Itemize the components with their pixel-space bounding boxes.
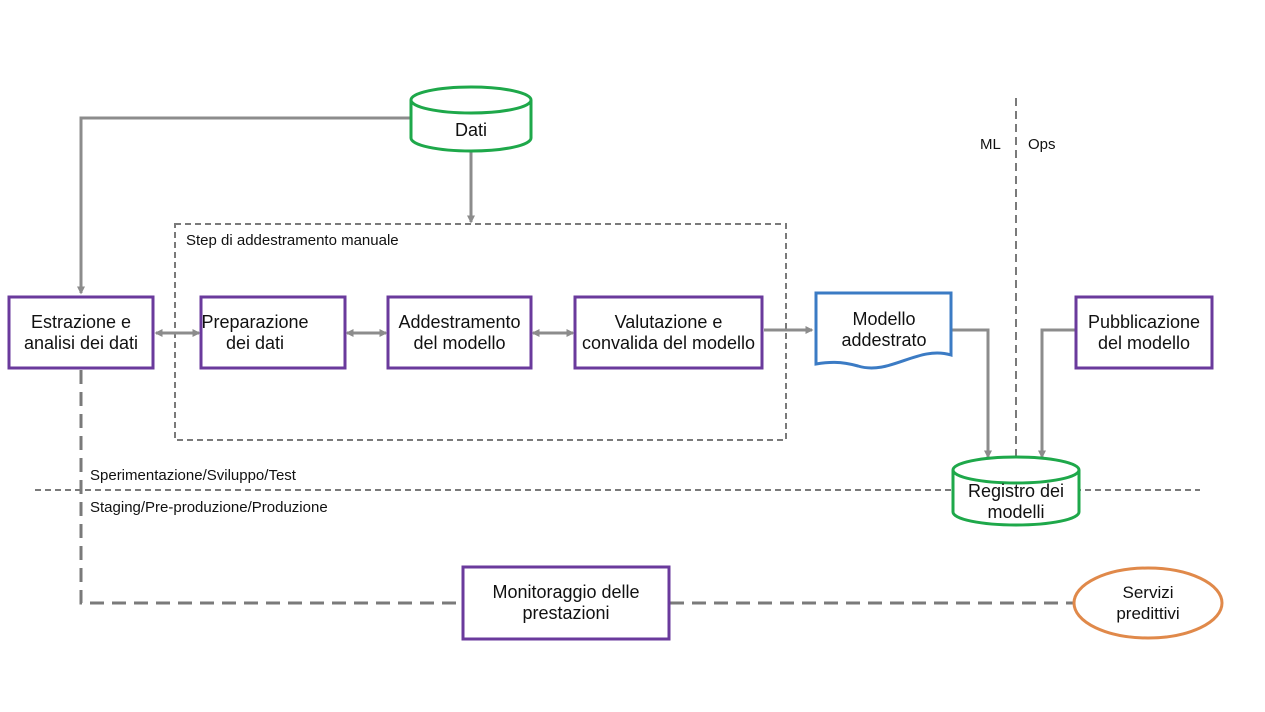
environment-top-label: Sperimentazione/Sviluppo/Test [90,467,296,484]
connector-monitoring-loop [79,370,462,605]
valutazione-box [573,295,764,370]
modello-line-1: Modello [852,309,916,329]
valutazione-line-2: convalida del modello [581,332,756,353]
monitoraggio-line-2: prestazioni [522,603,610,623]
registro-storage [951,455,1081,527]
modello-line-2: addestrato [841,330,927,350]
addestramento-line-2: del modello [413,332,506,353]
ml-label: ML [980,136,1001,153]
connector-modello-registro [952,328,992,459]
pubblicazione-line-2: del modello [1097,332,1191,353]
monitoraggio-line-1: Monitoraggio delle [492,582,640,602]
preparazione-line-2: dei dati [225,332,285,353]
pubblicazione-box [1074,295,1214,370]
modello-addestrato-document [814,291,953,370]
dati-text: Dati [454,119,487,140]
manual-steps-title: Step di addestramento manuale [186,232,399,249]
preparazione-box [199,295,347,370]
environment-bottom-label: Staging/Pre-produzione/Produzione [90,499,328,516]
pubblicazione-line-1: Pubblicazione [1087,311,1201,332]
monitoraggio-box [461,565,671,641]
estrazione-line-1: Estrazione e [30,311,132,332]
estrazione-box [7,295,155,370]
servizi-line-2: predittivi [1116,604,1180,623]
estrazione-line-2: analisi dei dati [23,332,139,353]
dati-storage [409,85,533,153]
addestramento-line-1: Addestramento [398,311,521,332]
servizi-ellipse [1072,566,1224,640]
dati-label: Dati [411,116,531,144]
ops-label: Ops [1028,136,1056,153]
valutazione-line-1: Valutazione e [614,311,723,332]
servizi-label: Servizi predittivi [1074,568,1222,638]
connector-dati-estrazione [77,116,412,295]
addestramento-box [386,295,533,370]
registro-line-1: Registro dei [967,481,1065,501]
registro-line-2: modelli [987,502,1045,522]
connector-pubblicazione-registro [1038,328,1076,459]
servizi-line-1: Servizi [1122,583,1174,602]
preparazione-line-1: Preparazione [201,311,309,332]
